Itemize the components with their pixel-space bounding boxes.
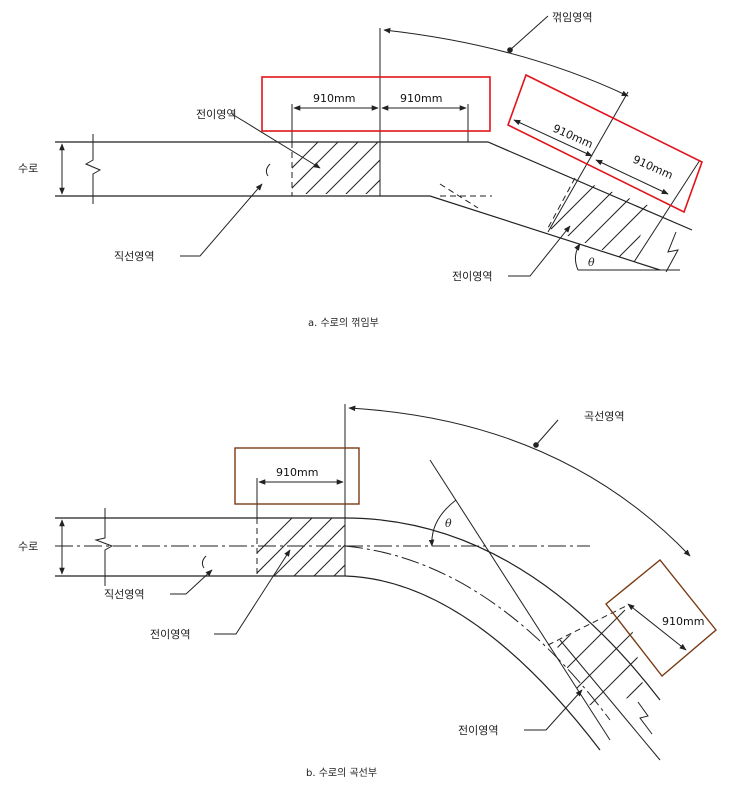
b-caption: b. 수로의 곡선부 bbox=[306, 767, 377, 779]
b-water-label: 수로 bbox=[18, 540, 38, 553]
a-dim3-line bbox=[513, 119, 593, 157]
b-centerline-curve bbox=[344, 545, 611, 721]
b-dim2-label: 910mm bbox=[662, 615, 704, 628]
a-tilt-line-1 bbox=[547, 91, 629, 233]
b-transition-right-label: 전이영역 bbox=[458, 724, 498, 737]
b-theta-label: θ bbox=[445, 517, 452, 530]
a-highlight-box-2 bbox=[507, 73, 703, 214]
b-leader-transition-right bbox=[524, 689, 583, 731]
b-curve-label: 곡선영역 bbox=[584, 410, 624, 423]
b-dim2-line bbox=[627, 603, 687, 651]
b-bottom-wall bbox=[55, 575, 601, 751]
a-highlight-box-1 bbox=[261, 76, 491, 132]
a-caption: a. 수로의 꺾임부 bbox=[308, 316, 379, 329]
a-water-label: 수로 bbox=[18, 162, 38, 175]
a-tilt-line-2 bbox=[633, 159, 701, 263]
a-straight-label: 직선영역 bbox=[114, 250, 154, 263]
b-radial-line-2 bbox=[559, 639, 661, 761]
a-bottom-wall bbox=[55, 195, 661, 271]
b-curve-leader bbox=[535, 419, 559, 446]
b-transition-left-label: 전이영역 bbox=[150, 628, 190, 641]
a-theta-arc bbox=[574, 243, 581, 271]
a-hatch-right bbox=[548, 178, 650, 262]
a-hatch-left bbox=[292, 142, 380, 194]
a-transition-right-label: 전이영역 bbox=[452, 270, 492, 283]
b-dim1-label: 910mm bbox=[276, 466, 318, 479]
a-break-mark bbox=[84, 134, 102, 204]
a-bend-leader bbox=[509, 15, 549, 51]
a-tilde bbox=[265, 163, 271, 177]
a-dashed-extension bbox=[439, 183, 479, 209]
b-leader-straight bbox=[170, 569, 213, 595]
a-break-mark-right bbox=[665, 231, 679, 273]
b-tilde bbox=[201, 555, 207, 569]
diagram-a-bend: 수로 910mm 910mm 꺾임영역 bbox=[18, 11, 703, 329]
b-top-wall bbox=[55, 517, 661, 701]
b-highlight-box-2 bbox=[605, 559, 717, 678]
a-top-wall bbox=[55, 141, 693, 231]
a-bend-label: 꺾임영역 bbox=[552, 11, 592, 24]
a-hatch-right-edge bbox=[547, 177, 576, 229]
a-leader-transition-right bbox=[508, 225, 571, 277]
a-dim1-label: 910mm bbox=[313, 92, 355, 105]
a-leader-transition-left bbox=[231, 113, 321, 169]
diagram-b-curve: 수로 910mm 곡선영역 θ bbox=[18, 404, 717, 779]
b-hatch-left bbox=[257, 518, 345, 576]
a-dim4-label: 910mm bbox=[631, 153, 675, 182]
b-theta-arc bbox=[428, 499, 457, 547]
a-bend-arc bbox=[383, 27, 629, 97]
b-radial-line-1 bbox=[429, 459, 611, 741]
b-curve-arc bbox=[348, 405, 691, 557]
b-hatch-right-edge bbox=[547, 605, 627, 646]
a-transition-left-label: 전이영역 bbox=[196, 108, 236, 121]
b-straight-label: 직선영역 bbox=[104, 588, 144, 601]
b-leader-transition-left bbox=[214, 549, 291, 635]
a-dim2-label: 910mm bbox=[400, 92, 442, 105]
a-leader-straight bbox=[180, 183, 263, 257]
b-break-mark bbox=[94, 508, 114, 586]
b-break-mark-right bbox=[637, 701, 653, 735]
a-theta-label: θ bbox=[588, 256, 595, 269]
a-dim4-line bbox=[595, 159, 669, 195]
